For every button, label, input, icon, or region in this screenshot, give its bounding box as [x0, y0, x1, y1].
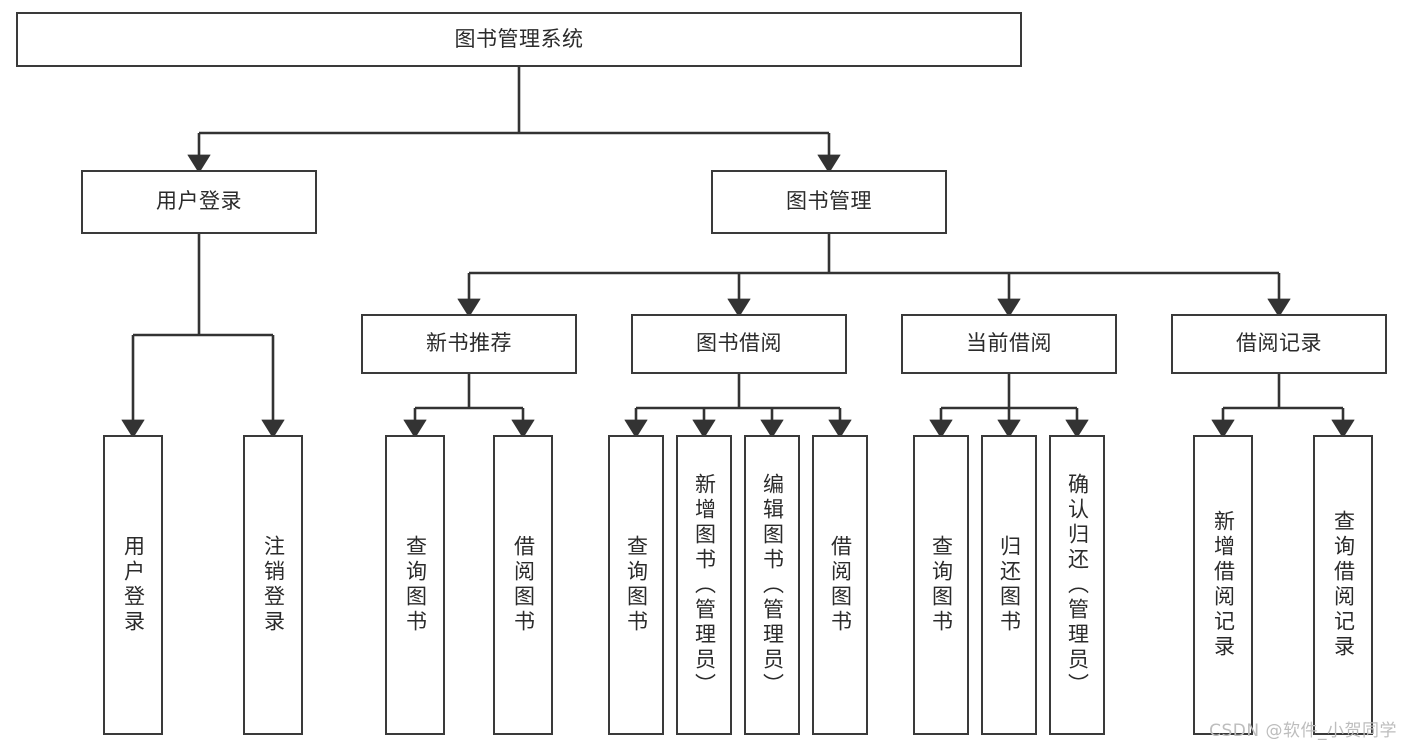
- leaf-current-borrow-query-book[interactable]: 查询图书: [913, 435, 969, 735]
- node-label: 确认归还（管理员）: [1065, 472, 1090, 698]
- leaf-new-book-borrow-book[interactable]: 借阅图书: [493, 435, 553, 735]
- leaf-user-login-login[interactable]: 用户登录: [103, 435, 163, 735]
- leaf-book-borrow-edit-book-admin[interactable]: 编辑图书（管理员）: [744, 435, 800, 735]
- node-label: 借阅记录: [1236, 331, 1322, 356]
- node-label: 借阅图书: [511, 535, 536, 635]
- node-label: 用户登录: [121, 535, 146, 635]
- leaf-current-borrow-confirm-return-admin[interactable]: 确认归还（管理员）: [1049, 435, 1105, 735]
- node-label: 查询图书: [929, 535, 954, 635]
- node-label: 用户登录: [156, 189, 242, 214]
- node-label: 查询图书: [403, 535, 428, 635]
- leaf-current-borrow-return-book[interactable]: 归还图书: [981, 435, 1037, 735]
- node-book-management[interactable]: 图书管理: [711, 170, 947, 234]
- leaf-new-book-query-book[interactable]: 查询图书: [385, 435, 445, 735]
- leaf-book-borrow-query-book[interactable]: 查询图书: [608, 435, 664, 735]
- node-book-borrow[interactable]: 图书借阅: [631, 314, 847, 374]
- node-label: 图书管理系统: [454, 26, 584, 51]
- node-label: 图书借阅: [696, 331, 782, 356]
- node-label: 新增借阅记录: [1211, 510, 1236, 660]
- leaf-borrow-record-add-record[interactable]: 新增借阅记录: [1193, 435, 1253, 735]
- leaf-book-borrow-add-book-admin[interactable]: 新增图书（管理员）: [676, 435, 732, 735]
- node-label: 当前借阅: [966, 331, 1052, 356]
- node-label: 借阅图书: [828, 535, 853, 635]
- node-label: 注销登录: [261, 535, 286, 635]
- node-borrow-record[interactable]: 借阅记录: [1171, 314, 1387, 374]
- node-label: 编辑图书（管理员）: [760, 472, 785, 698]
- node-label: 归还图书: [997, 535, 1022, 635]
- node-label: 查询图书: [624, 535, 649, 635]
- node-root-book-management-system[interactable]: 图书管理系统: [16, 12, 1022, 67]
- node-current-borrow[interactable]: 当前借阅: [901, 314, 1117, 374]
- node-label: 新书推荐: [426, 331, 512, 356]
- node-new-book-recommend[interactable]: 新书推荐: [361, 314, 577, 374]
- node-user-login[interactable]: 用户登录: [81, 170, 317, 234]
- node-label: 新增图书（管理员）: [692, 472, 717, 698]
- leaf-book-borrow-borrow-book[interactable]: 借阅图书: [812, 435, 868, 735]
- node-label: 图书管理: [786, 189, 872, 214]
- leaf-user-login-logout[interactable]: 注销登录: [243, 435, 303, 735]
- node-label: 查询借阅记录: [1331, 510, 1356, 660]
- watermark: CSDN @软件_小贺同学: [1209, 721, 1397, 741]
- leaf-borrow-record-query-record[interactable]: 查询借阅记录: [1313, 435, 1373, 735]
